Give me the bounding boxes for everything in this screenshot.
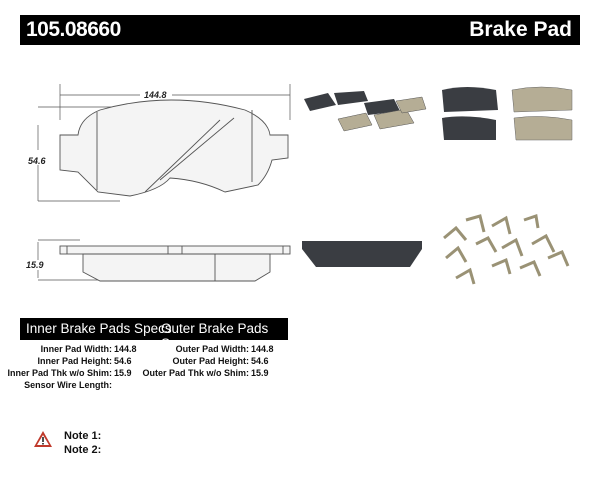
outer-spec-value: 144.8	[251, 344, 274, 354]
product-type: Brake Pad	[469, 18, 572, 41]
inner-spec-label: Inner Pad Height:	[37, 356, 112, 366]
inner-spec-value: 54.6	[114, 356, 132, 366]
hardware-kit-photo	[443, 214, 570, 285]
part-number: 105.08660	[26, 18, 121, 41]
pad-set-photo-top	[442, 86, 573, 141]
pad-outline-side	[59, 245, 291, 282]
warning-triangle-icon	[34, 431, 52, 447]
inner-spec-label: Inner Pad Width:	[40, 344, 112, 354]
inner-spec-value: 144.8	[114, 344, 137, 354]
outer-spec-label: Outer Pad Width:	[175, 344, 249, 354]
outer-spec-label: Outer Pad Height:	[172, 356, 249, 366]
outer-spec-label: Outer Pad Thk w/o Shim:	[142, 368, 249, 378]
note-2: Note 2:	[64, 444, 102, 456]
outer-specs-title: Outer Brake Pads Specs	[161, 321, 269, 351]
width-dimension: 144.8	[144, 90, 167, 100]
note-1: Note 1:	[64, 430, 102, 442]
inner-spec-label: Sensor Wire Length:	[24, 380, 112, 390]
inner-spec-value: 15.9	[114, 368, 132, 378]
pad-photo-side	[302, 241, 422, 267]
inner-specs-title: Inner Brake Pads Specs	[26, 321, 172, 336]
technical-drawing: 144.8 54.6 15.9	[26, 84, 291, 282]
outer-spec-value: 15.9	[251, 368, 269, 378]
inner-spec-label: Inner Pad Thk w/o Shim:	[7, 368, 112, 378]
header-bar: 105.08660 Brake Pad	[20, 15, 580, 45]
pad-set-photo-angled	[304, 91, 427, 132]
thickness-dimension: 15.9	[26, 260, 44, 270]
height-dimension: 54.6	[28, 156, 47, 166]
specs-header: Inner Brake Pads Specs Outer Brake Pads …	[20, 318, 288, 351]
pad-outline-front	[59, 99, 289, 197]
outer-spec-value: 54.6	[251, 356, 269, 366]
